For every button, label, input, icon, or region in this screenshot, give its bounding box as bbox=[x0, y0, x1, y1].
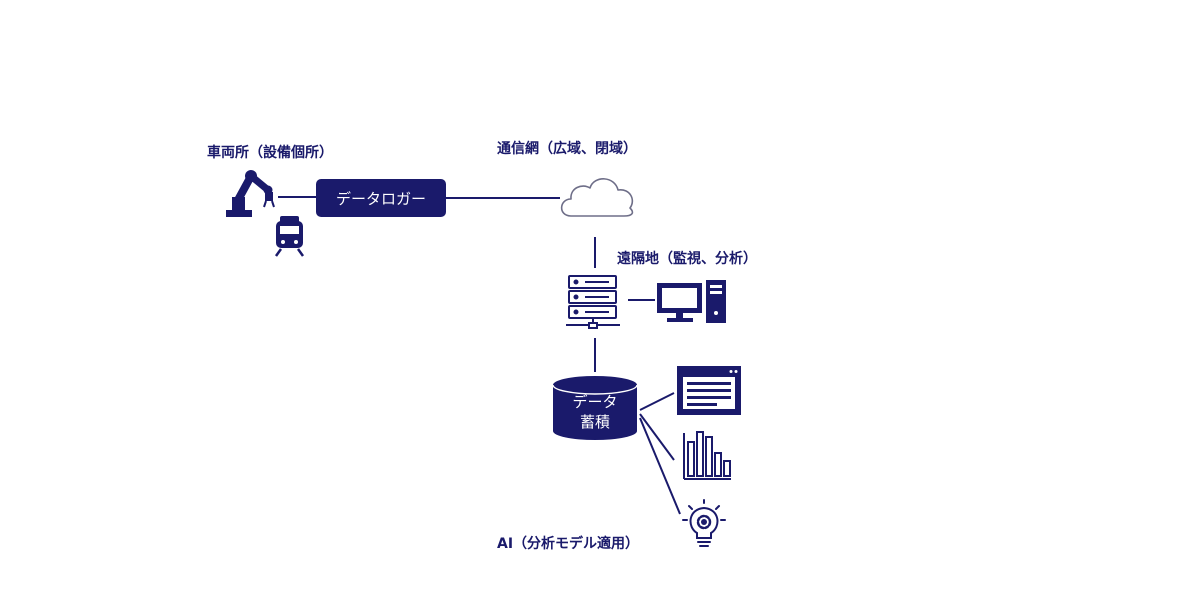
bar-chart-icon bbox=[683, 431, 731, 480]
cloud-icon bbox=[560, 178, 634, 217]
connector-lines bbox=[278, 196, 681, 515]
lightbulb-gear-icon bbox=[682, 499, 726, 547]
depot-label: 車両所（設備個所） bbox=[207, 144, 333, 161]
remote-label: 遠隔地（監視、分析） bbox=[617, 250, 757, 267]
data-logger-label: データロガー bbox=[336, 190, 426, 208]
desktop-computer-icon bbox=[657, 280, 726, 323]
browser-window-icon bbox=[677, 366, 741, 415]
train-icon bbox=[274, 216, 305, 257]
server-network-icon bbox=[566, 275, 620, 329]
robot-arm-icon bbox=[226, 170, 275, 217]
storage-label-line2: 蓄積 bbox=[580, 413, 610, 431]
storage-to-chart-line bbox=[639, 413, 675, 461]
storage-to-browser-line bbox=[639, 392, 675, 411]
data-logger-box: データロガー bbox=[316, 179, 446, 217]
storage-label-line1: データ bbox=[572, 393, 617, 411]
network-label: 通信網（広域、閉域） bbox=[497, 140, 637, 157]
ai-label: AI（分析モデル適用） bbox=[497, 535, 639, 552]
storage-to-bulb-line bbox=[639, 417, 681, 515]
data-storage-cylinder: データ 蓄積 bbox=[552, 376, 638, 440]
